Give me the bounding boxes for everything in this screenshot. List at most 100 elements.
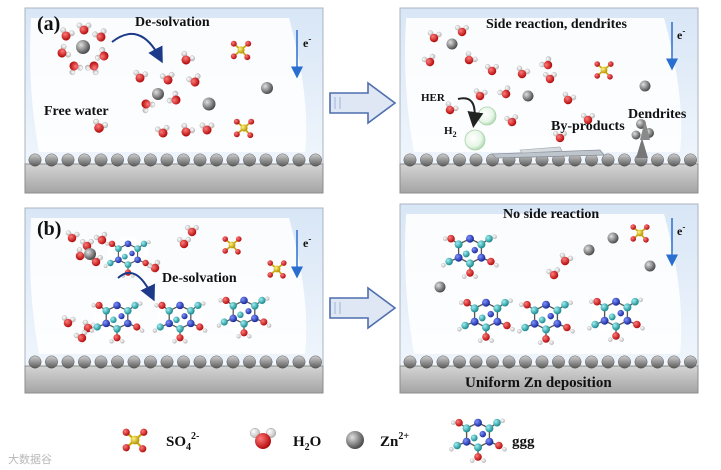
water-molecule — [73, 329, 88, 343]
water-molecule — [485, 64, 499, 76]
water-molecule — [562, 91, 577, 105]
transition-arrow-a — [329, 81, 397, 125]
transition-arrow-b — [329, 286, 397, 330]
zn-surface-atom — [111, 355, 124, 369]
zn-surface-atom — [78, 355, 91, 369]
zn-surface-atom — [127, 355, 141, 369]
solvated-zn-cluster — [57, 22, 109, 75]
zn-surface-atom — [226, 355, 240, 369]
zn-surface-atom — [486, 355, 499, 369]
zn-surface-atom — [243, 153, 256, 167]
ggg-molecule — [587, 294, 645, 342]
zn-ion — [84, 248, 96, 260]
legend: SO42- H2O Zn2+ ggg — [122, 415, 535, 463]
water-molecule — [92, 28, 107, 42]
zn-surface-atom — [309, 153, 322, 167]
molecule-layer — [57, 22, 656, 345]
zn-surface-atom — [469, 153, 483, 167]
ggg-molecule — [89, 298, 145, 344]
legend-zn-label: Zn2+ — [380, 431, 409, 450]
zn-surface-atom — [585, 355, 598, 369]
sulfate-ion — [594, 61, 614, 80]
water-molecule — [421, 53, 436, 67]
zn-surface-atom — [94, 355, 108, 369]
water-molecule — [539, 56, 553, 70]
zn-surface-atom — [28, 153, 42, 167]
zn-ion — [261, 82, 273, 94]
h2-bubble — [477, 106, 497, 126]
water-molecule — [166, 90, 181, 105]
zn-surface-atom — [226, 153, 240, 167]
zn-surface-atom — [453, 355, 466, 369]
zn-surface-atom — [618, 355, 631, 369]
her-label: HER — [421, 92, 446, 104]
zn-surface-atom — [160, 153, 174, 167]
legend-h2o-label: H2O — [293, 434, 321, 453]
zn-ion — [522, 90, 534, 102]
zn-surface-atom — [210, 355, 223, 369]
water-molecule — [497, 85, 511, 99]
ggg-molecule — [517, 297, 575, 345]
legend-ggg-label: ggg — [512, 434, 535, 450]
water-molecule — [199, 122, 215, 135]
water-molecule — [69, 61, 83, 75]
electron-label-a-left: e- — [303, 34, 311, 50]
water-molecule — [154, 124, 170, 138]
electron-label-b-right: e- — [677, 222, 685, 238]
water-molecule — [181, 51, 195, 65]
desolvation-label-b: De-solvation — [162, 271, 237, 286]
zn-surface-atom — [259, 153, 273, 167]
water-molecule — [543, 72, 557, 84]
ggg-molecule — [216, 293, 272, 339]
zn-surface-atom — [177, 355, 190, 369]
desolvation-curve-arrow-b — [117, 272, 155, 302]
zn-ion — [644, 260, 656, 272]
zn-surface-atom — [453, 153, 466, 167]
water-molecule — [445, 101, 459, 115]
zn-surface-atom — [276, 355, 289, 369]
ggg-molecule — [152, 298, 208, 344]
zn-surface-atom — [309, 355, 322, 369]
zn-surface-atom — [243, 355, 256, 369]
legend-icons — [122, 415, 507, 463]
uniform-deposition-label: Uniform Zn deposition — [465, 375, 612, 391]
sulfate-ion — [267, 260, 287, 279]
zn-surface-atom — [684, 355, 697, 369]
water-molecule — [553, 131, 567, 143]
water-molecule — [133, 69, 149, 83]
water-molecule — [455, 25, 469, 37]
h2-bubble — [464, 129, 486, 151]
zn-surface-atom — [94, 153, 108, 167]
zn-substrate — [24, 365, 324, 394]
panel-a-tag: (a) — [37, 13, 60, 35]
zn-surface-atom — [420, 153, 433, 167]
dendrite-cluster — [636, 120, 650, 158]
zn-surface-atom — [667, 355, 681, 369]
zn-surface-atom — [651, 153, 664, 167]
zn-ion — [152, 88, 164, 100]
zn-surface-atom — [403, 355, 417, 369]
ggg-molecule — [449, 415, 507, 463]
zn-surface-atom — [259, 355, 273, 369]
water-molecule — [427, 30, 442, 43]
water-molecule — [546, 267, 561, 280]
desolvation-curve-arrow-a — [111, 33, 163, 64]
sulfate-ion — [233, 118, 255, 139]
zn-surface-atom — [651, 355, 664, 369]
zn-surface-atom — [292, 355, 306, 369]
zn-surface-atom — [193, 355, 207, 369]
sulfate-ion — [630, 224, 650, 243]
water-molecule — [85, 61, 99, 75]
zn-surface-atom — [210, 153, 223, 167]
zn-surface-atom — [519, 355, 532, 369]
free-water-label: Free water — [44, 104, 109, 119]
zn-surface-atom — [144, 355, 157, 369]
zn-substrate — [399, 365, 699, 394]
water-molecule — [65, 230, 80, 243]
water-molecule — [141, 99, 156, 114]
byproducts-label: By-products — [551, 119, 625, 134]
water-molecule — [464, 51, 478, 65]
zn-ion — [434, 281, 446, 293]
water-molecule — [57, 44, 71, 58]
